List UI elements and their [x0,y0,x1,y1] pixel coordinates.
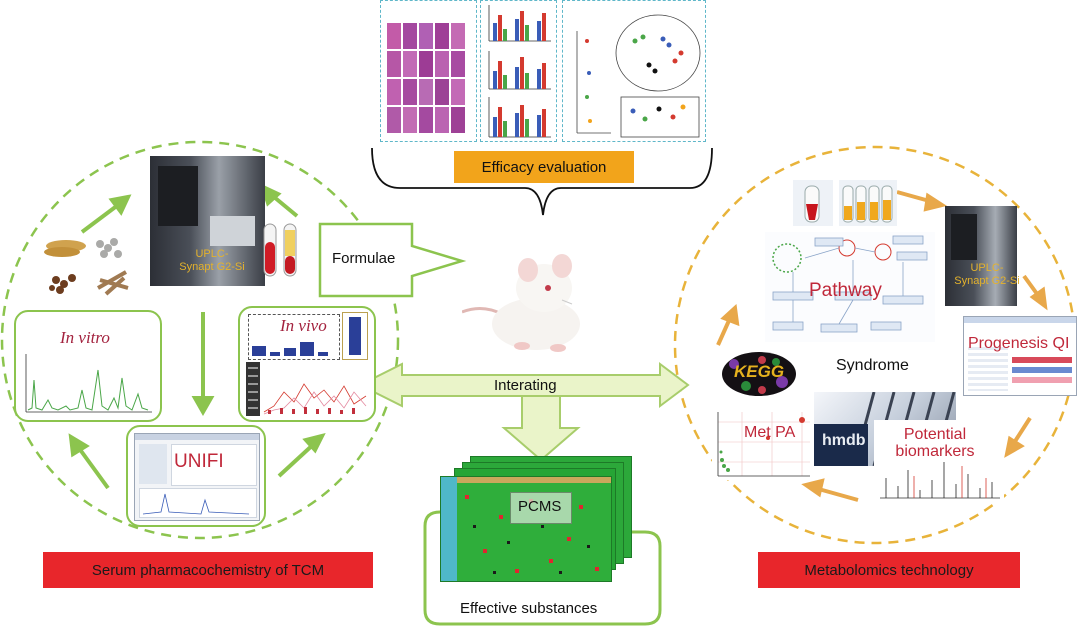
in-vitro-chromatogram [25,354,152,413]
top-brace [371,147,713,216]
serum-pharmacochemistry-text: Serum pharmacochemistry of TCM [91,561,325,579]
progenesis-screenshot: Progenesis QI [963,316,1077,396]
herbal-materials-image [44,238,129,296]
metpa-plot: Met PA [712,408,812,480]
left-cycle-arrows [68,183,326,490]
kegg-logo: KEGG [722,352,796,396]
biomarkers-label: Potential biomarkers [895,426,975,460]
unifi-panel: UNIFI [126,425,266,527]
effective-tray [423,526,662,626]
progenesis-label: Progenesis QI [968,335,1070,352]
serum-tubes-image [263,223,297,277]
in-vitro-panel: In vitro [14,310,162,422]
efficacy-evaluation-text: Efficacy evaluation [481,158,607,176]
kegg-logo-text: KEGG [734,362,785,381]
pathway-label: Pathway [809,280,882,301]
interacting-double-arrow [357,362,690,408]
in-vivo-label: In vivo [280,316,327,335]
metpa-label: Met PA [744,424,796,441]
serum-pharmacochemistry-banner: Serum pharmacochemistry of TCM [43,552,373,588]
formulae-label: Formulae [332,250,396,267]
bar-charts-panel [480,0,557,142]
hmdb-text: hmdb [822,432,866,449]
histology-panel [380,0,477,142]
in-vivo-profile-chart [246,362,367,416]
effective-substances-label: Effective substances [460,600,598,617]
right-uplc-instrument: UPLC- Synapt G2-Si [945,206,1020,306]
pca-plots-panel [562,0,706,142]
left-cycle-circle [0,140,400,540]
biomarkers-spectrum: Potential biomarkers [874,420,1004,502]
down-arrow [501,395,581,462]
pcms-label: PCMS [518,498,562,515]
unifi-label: UNIFI [174,451,224,472]
in-vivo-panel: In vivo [238,306,376,422]
histology-grid [387,23,465,133]
pcms-heatmap-stack: PCMS [440,456,640,582]
left-uplc-instrument: UPLC- Synapt G2-Si [150,156,265,286]
rat-image [462,254,580,352]
in-vitro-label: In vitro [60,328,110,347]
right-cycle-arrows [716,190,1048,502]
sample-tubes-image [793,180,897,226]
syndrome-label: Syndrome [836,357,909,374]
formulae-arrow [318,222,467,298]
efficacy-evaluation-label: Efficacy evaluation [454,151,634,183]
metabolomics-technology-text: Metabolomics technology [804,561,974,579]
right-instrument-label: UPLC- Synapt G2-Si [954,262,1020,287]
pathway-map: Pathway [765,232,935,342]
left-instrument-label: UPLC- Synapt G2-Si [179,248,245,273]
metabolomics-technology-banner: Metabolomics technology [758,552,1020,588]
interacting-label: Interating [494,377,557,394]
